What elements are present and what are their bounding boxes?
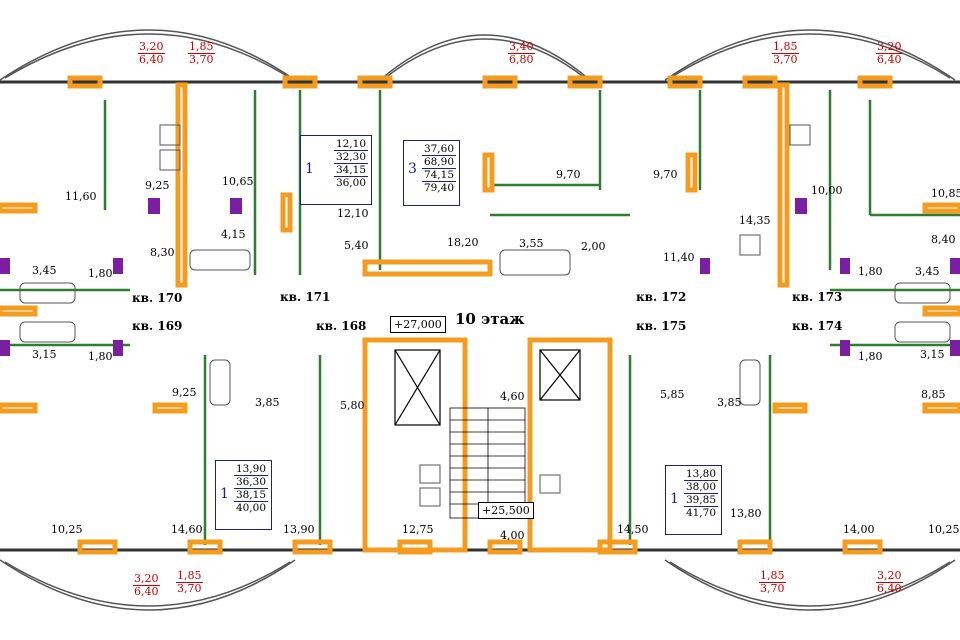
room-area: 1,80 (88, 267, 113, 280)
apartment-label: кв. 170 (132, 291, 183, 305)
room-area: 14,00 (843, 523, 875, 536)
room-area: 10,00 (811, 184, 843, 197)
room-area: 12,75 (402, 523, 434, 536)
room-area: 4,15 (221, 228, 246, 241)
room-area: 5,85 (660, 388, 685, 401)
apartment-label: кв. 171 (280, 290, 331, 304)
room-area: 2,00 (581, 240, 606, 253)
bathtubs (19, 249, 951, 406)
elevation-top: +27,000 (390, 316, 446, 333)
room-area: 3,55 (519, 237, 544, 250)
balcony-arcs (0, 29, 956, 611)
room-area: 13,80 (730, 507, 762, 520)
room-area: 13,90 (283, 523, 315, 536)
apartment-label: кв. 173 (792, 290, 843, 304)
elevator-shafts (394, 349, 581, 426)
room-area: 8,40 (931, 233, 956, 246)
room-area: 9,25 (172, 386, 197, 399)
room-area: 10,25 (51, 523, 83, 536)
room-area: 3,45 (32, 264, 57, 277)
room-area: 18,20 (447, 236, 479, 249)
room-area: 8,85 (921, 388, 946, 401)
apartment-summary: 1 13,80 38,00 39,85 41,70 (665, 465, 722, 535)
room-area: 1,80 (858, 265, 883, 278)
room-area: 3,15 (920, 348, 945, 361)
room-area: 11,40 (663, 251, 695, 264)
room-area: 14,50 (617, 523, 649, 536)
floor-label: 10 этаж (455, 310, 525, 328)
room-area: 3,85 (717, 396, 742, 409)
kitchen-stoves (159, 124, 811, 507)
room-area: 4,00 (500, 529, 525, 542)
room-area: 10,25 (928, 523, 960, 536)
room-area: 5,80 (340, 399, 365, 412)
room-area: 9,70 (556, 168, 581, 181)
room-area: 1,80 (88, 350, 113, 363)
room-area: 5,40 (344, 239, 369, 252)
room-area: 14,60 (171, 523, 203, 536)
room-area: 3,85 (255, 396, 280, 409)
apartment-summary: 1 12,10 32,30 34,15 36,00 (300, 135, 372, 205)
apartment-label: кв. 169 (132, 319, 183, 333)
room-area: 10,65 (222, 175, 254, 188)
room-area: 11,60 (65, 190, 97, 203)
apartment-label: кв. 174 (792, 319, 843, 333)
room-area: 14,35 (739, 214, 771, 227)
apartment-label: кв. 168 (316, 319, 367, 333)
room-area: 3,15 (32, 348, 57, 361)
room-area: 8,30 (150, 246, 175, 259)
apartment-label: кв. 175 (636, 319, 687, 333)
elevation-bottom: +25,500 (478, 502, 534, 519)
structural-columns (0, 75, 960, 555)
room-area: 9,25 (145, 179, 170, 192)
apartment-label: кв. 172 (636, 290, 687, 304)
apartment-summary: 1 13,90 36,30 38,15 40,00 (215, 460, 272, 530)
room-area: 9,70 (653, 168, 678, 181)
interior-walls (0, 90, 960, 545)
room-area: 10,85 (931, 187, 960, 200)
room-area: 4,60 (500, 390, 525, 403)
room-area: 1,80 (858, 350, 883, 363)
bathroom-fixtures (0, 198, 960, 356)
exterior-walls (0, 80, 960, 552)
room-area: 3,45 (915, 265, 940, 278)
room-area: 12,10 (337, 207, 369, 220)
apartment-summary: 3 37,60 68,90 74,15 79,40 (403, 140, 460, 206)
